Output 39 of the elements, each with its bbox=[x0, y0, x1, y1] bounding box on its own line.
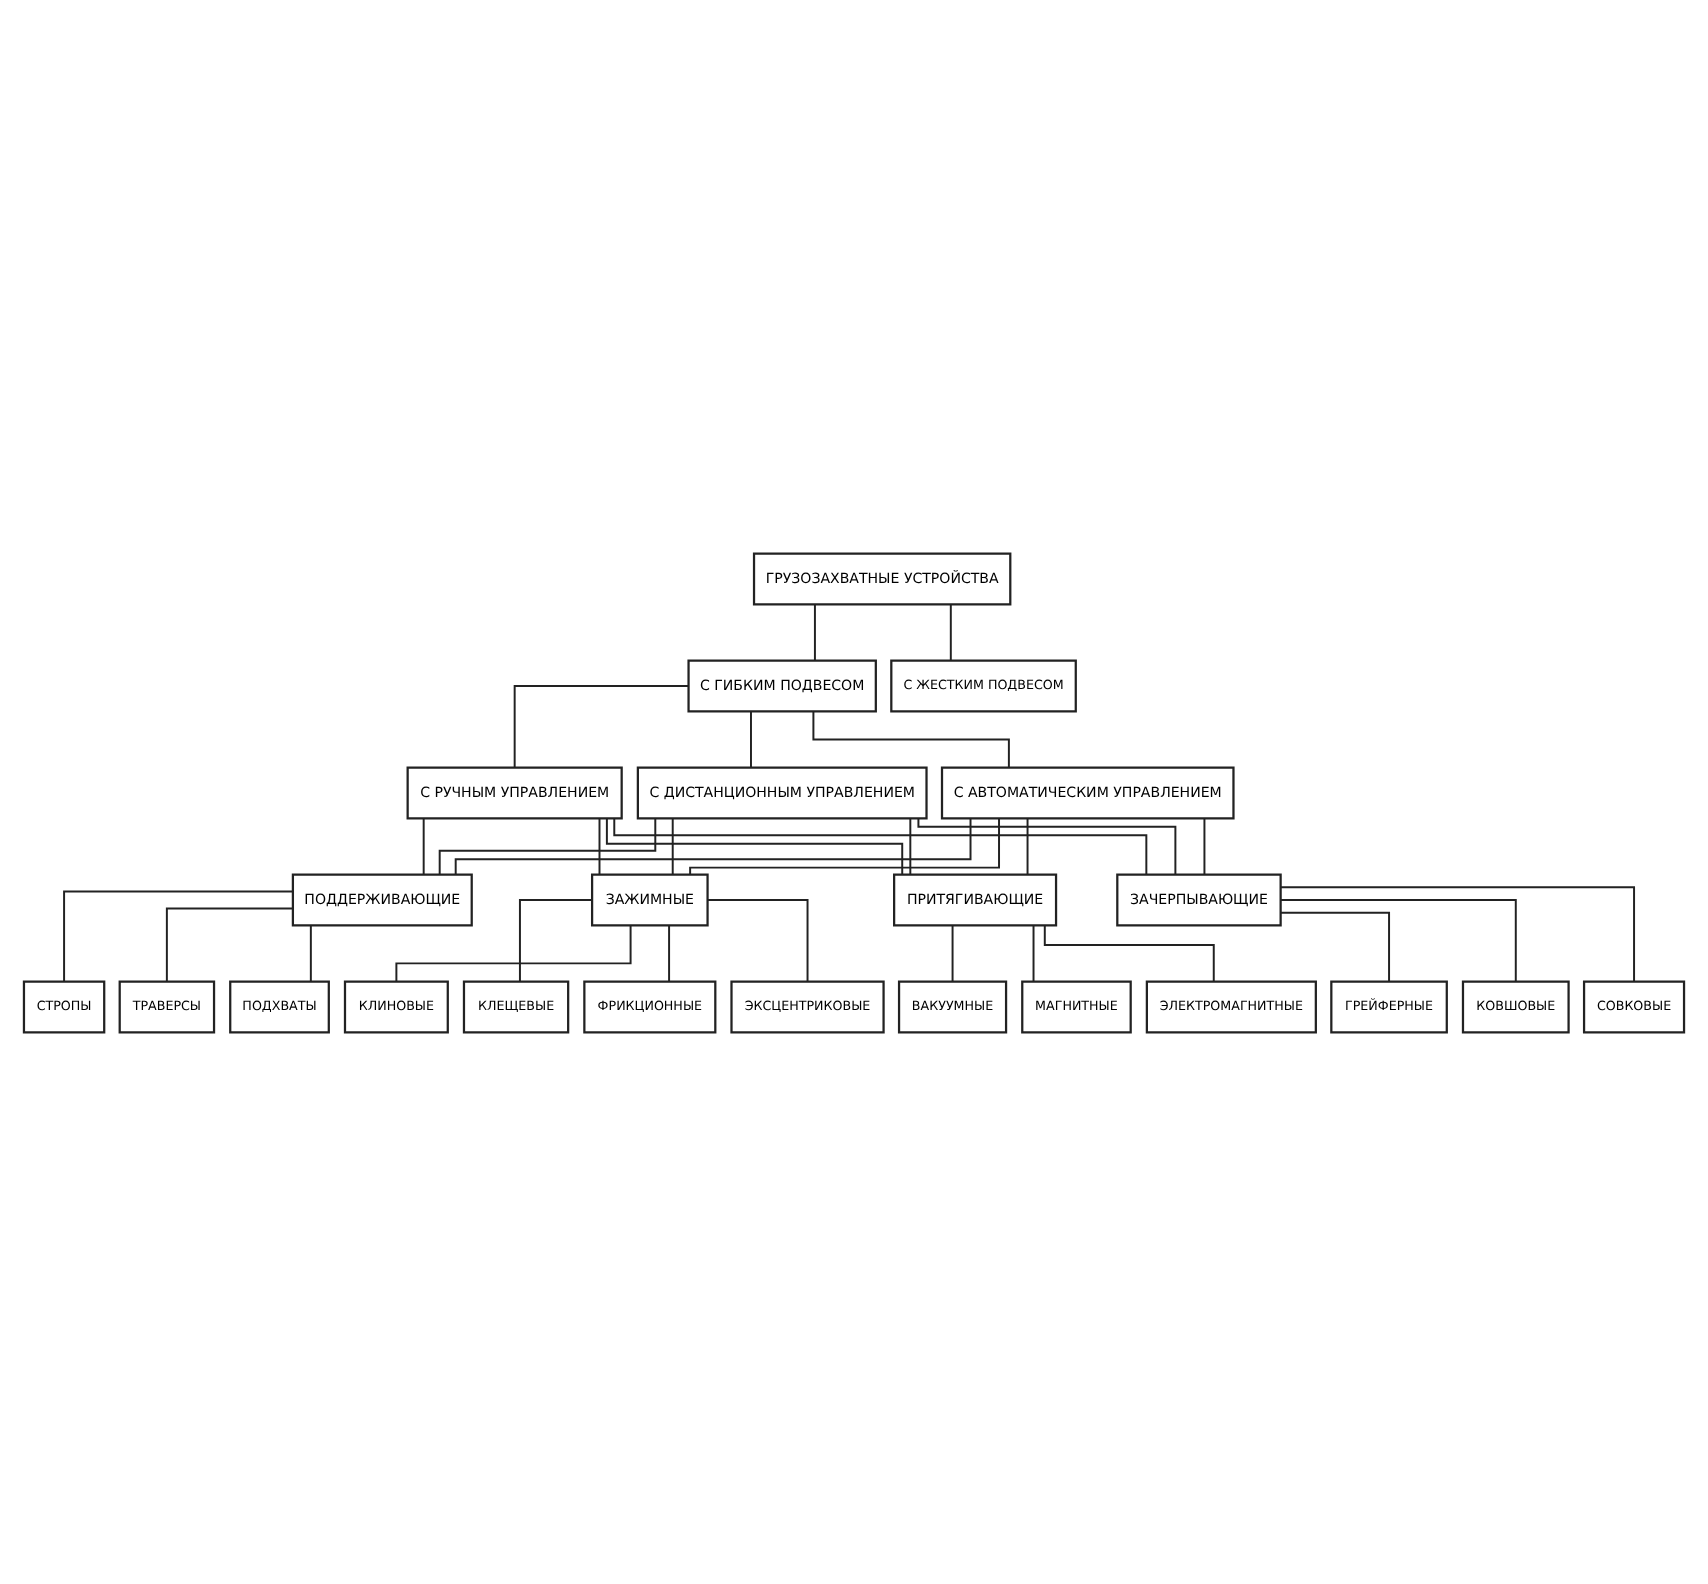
node-box: ЗАЧЕРПЫВАЮЩИЕ bbox=[1116, 872, 1282, 926]
connector bbox=[1280, 898, 1517, 982]
connector bbox=[949, 602, 952, 661]
connector bbox=[812, 709, 1010, 768]
connector bbox=[1279, 885, 1636, 982]
connector bbox=[951, 923, 954, 982]
node-box: С АВТОМАТИЧЕСКИМ УПРАВЛЕНИЕМ bbox=[940, 765, 1235, 819]
node-box: С ДИСТАНЦИОННЫМ УПРАВЛЕНИЕМ bbox=[636, 765, 928, 819]
connector bbox=[63, 889, 294, 982]
node-box: ПОДДЕРЖИВАЮЩИЕ bbox=[291, 872, 473, 926]
connector bbox=[706, 898, 809, 982]
connector bbox=[518, 898, 593, 982]
connector bbox=[671, 816, 674, 875]
connector bbox=[689, 816, 1000, 875]
connector bbox=[750, 709, 752, 768]
node-box: ЗАЖИМНЫЕ bbox=[590, 872, 709, 926]
connector bbox=[438, 816, 657, 875]
connector bbox=[1032, 923, 1035, 982]
connector bbox=[454, 816, 972, 875]
connector bbox=[1203, 816, 1206, 875]
connector bbox=[395, 923, 632, 982]
connector bbox=[909, 816, 912, 875]
connector bbox=[598, 816, 601, 875]
node-box: ГРУЗОЗАХВАТНЫЕ УСТРОЙСТВА bbox=[752, 551, 1012, 605]
connector bbox=[1043, 923, 1215, 982]
node-box: С РУЧНЫМ УПРАВЛЕНИЕМ bbox=[406, 765, 623, 819]
connector bbox=[422, 816, 425, 875]
connector bbox=[605, 816, 904, 875]
connector bbox=[1279, 910, 1391, 982]
connector bbox=[668, 923, 671, 982]
node-box: ПРИТЯГИВАЮЩИЕ bbox=[893, 872, 1058, 926]
connector bbox=[1026, 816, 1029, 875]
connector bbox=[813, 602, 816, 661]
connector bbox=[613, 816, 1148, 875]
connector bbox=[309, 923, 312, 982]
connector bbox=[513, 684, 690, 768]
connector bbox=[917, 816, 1177, 875]
node-box: С ГИБКИМ ПОДВЕСОМ bbox=[687, 658, 877, 712]
connector bbox=[165, 906, 294, 982]
